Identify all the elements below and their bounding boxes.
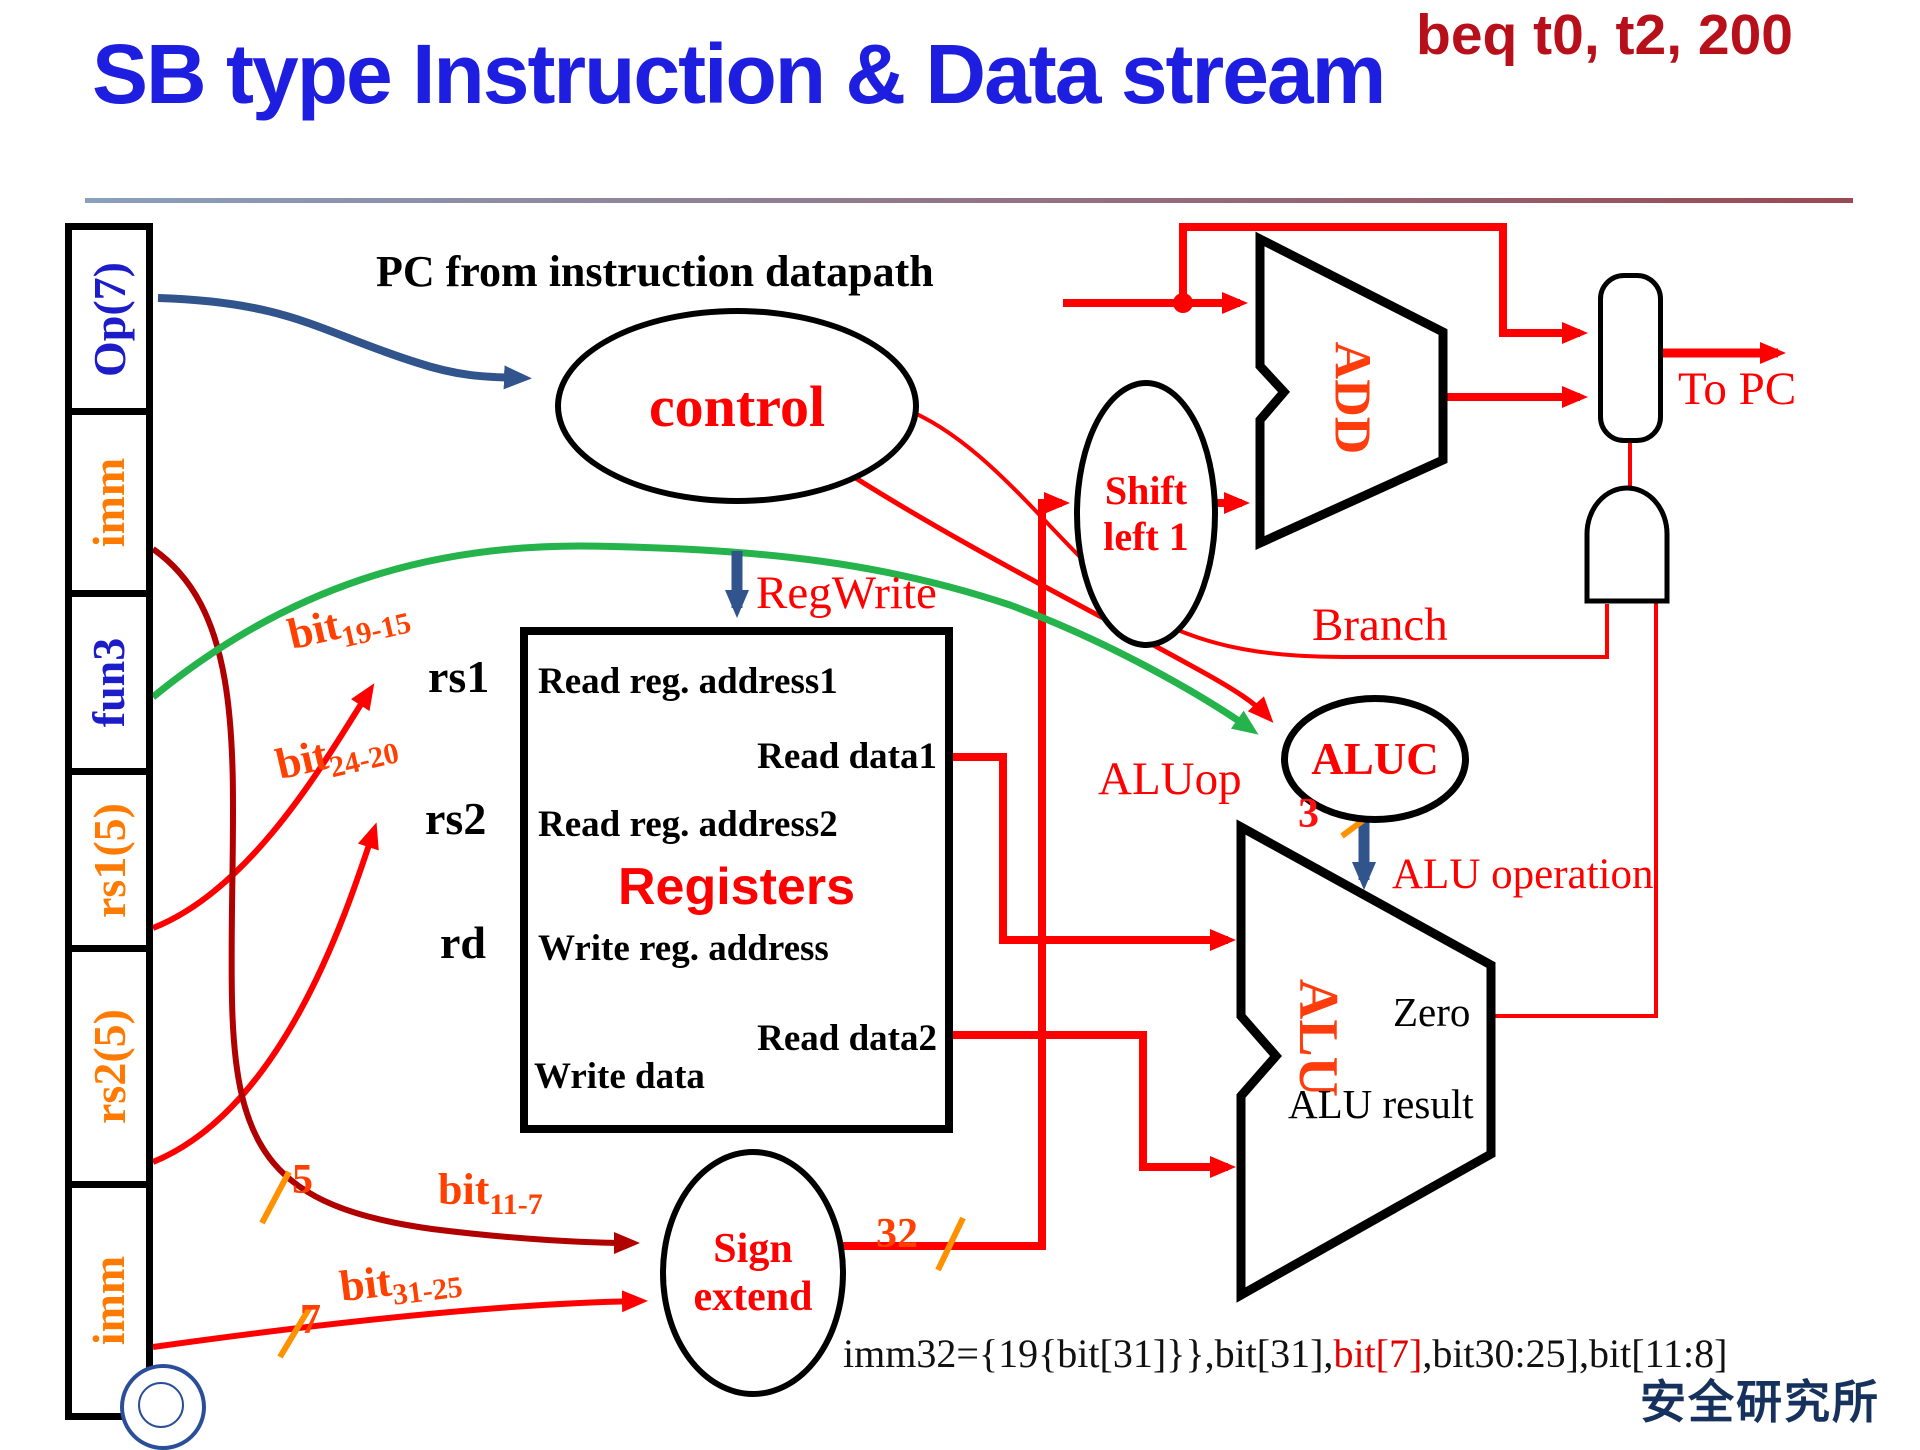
datapath-wires (150, 223, 1786, 1359)
field-imm-lower-label: imm (83, 1255, 135, 1346)
wire-rs2-tap (151, 822, 379, 1165)
field-fun3: fun3 (65, 590, 153, 775)
instruction-annotation: beq t0, t2, 200 (1416, 3, 1793, 67)
wire-zero-to-andgate (1489, 602, 1658, 1018)
wire-op-to-control (157, 294, 532, 390)
bus-width-5: 5 (292, 1157, 313, 1203)
shift-left-unit-label: Shift left 1 (1103, 468, 1189, 559)
bus-width-32: 32 (876, 1211, 918, 1257)
rs2-port-label: rs2 (425, 793, 487, 844)
field-imm-upper: imm (65, 408, 153, 597)
wire-pc-to-mux (1179, 223, 1588, 344)
slide-title: SB type Instruction & Data stream (92, 27, 1386, 121)
tap-bit11-7: bit11-7 (438, 1165, 543, 1221)
registers-title: Registers (618, 858, 855, 916)
rd-port-label: rd (440, 917, 486, 968)
wire-fun3-aluop (150, 542, 1259, 735)
alu-operation-label: ALU operation (1392, 851, 1654, 898)
wire-junction-dot (1173, 293, 1193, 313)
add-unit-label: ADD (1323, 341, 1381, 455)
field-rs2-label: rs2(5) (83, 1009, 135, 1124)
branch-label: Branch (1312, 599, 1448, 651)
alu-result-label: ALU result (1288, 1081, 1474, 1127)
bus-width-7: 7 (300, 1297, 321, 1343)
field-imm-upper-label: imm (83, 457, 135, 548)
wire-branch (902, 406, 1609, 659)
registers-unit: Read reg. address1 Read data1 Read reg. … (520, 627, 953, 1133)
rs1-port-label: rs1 (428, 651, 490, 702)
add-unit-shape (1255, 231, 1448, 550)
control-unit-label: control (648, 373, 826, 439)
wire-readdata1-to-alu (950, 753, 1236, 951)
field-op: Op(7) (65, 223, 153, 415)
pc-from-label: PC from instruction datapath (376, 247, 934, 296)
read-data2-label: Read data2 (757, 1018, 937, 1059)
control-unit: control (555, 308, 919, 504)
sign-extend-unit-label: Sign extend (693, 1225, 813, 1320)
imm32-formula: imm32={19{bit[31]}},bit[31],bit[7],bit30… (843, 1330, 1727, 1377)
and-gate (1584, 485, 1670, 604)
imm32-formula-pre: imm32={19{bit[31]}},bit[31], (843, 1331, 1334, 1376)
field-rs2: rs2(5) (65, 945, 153, 1188)
pc-mux (1598, 273, 1663, 443)
field-rs1: rs1(5) (65, 768, 153, 952)
wire-bit31-25-to-signext (152, 1290, 648, 1350)
wire-bit11-7-to-signext (151, 546, 640, 1254)
field-fun3-label: fun3 (83, 637, 135, 728)
shift-left-unit: Shift left 1 (1074, 380, 1218, 648)
zero-label: Zero (1393, 989, 1471, 1035)
bus-slash-32 (935, 1216, 966, 1272)
imm32-formula-highlight: bit[7] (1333, 1331, 1423, 1376)
sign-extend-unit: Sign extend (660, 1149, 846, 1397)
field-op-label: Op(7) (83, 261, 135, 377)
regwrite-label: RegWrite (756, 567, 937, 619)
write-data-label: Write data (534, 1056, 705, 1097)
alu-unit-shape (1236, 819, 1496, 1303)
wire-readdata2-to-alu (950, 1031, 1236, 1178)
bus-slash-5 (259, 1170, 292, 1225)
to-pc-label: To PC (1678, 363, 1797, 415)
title-divider (85, 198, 1853, 203)
stamp-logo (120, 1364, 206, 1450)
wire-rs1-tap (151, 683, 375, 931)
slide: { "slide": { "title": "SB type Instructi… (65, 3, 1878, 1450)
imm32-formula-post: ,bit30:25],bit[11:8] (1422, 1331, 1728, 1376)
read-addr1-label: Read reg. address1 (538, 661, 838, 702)
bus-width-3: 3 (1298, 791, 1319, 837)
read-data1-label: Read data1 (757, 736, 937, 777)
read-addr2-label: Read reg. address2 (538, 804, 838, 845)
aluc-unit: ALUC (1281, 695, 1469, 823)
wire-signext-to-shift (833, 492, 1070, 1250)
write-addr-label: Write reg. address (538, 928, 829, 969)
bus-slash-7 (277, 1305, 313, 1359)
org-logo-text: 安全研究所 (1640, 1376, 1880, 1428)
aluop-label: ALUop (1098, 753, 1242, 805)
field-rs1-label: rs1(5) (83, 802, 135, 918)
aluc-unit-label: ALUC (1311, 734, 1439, 784)
